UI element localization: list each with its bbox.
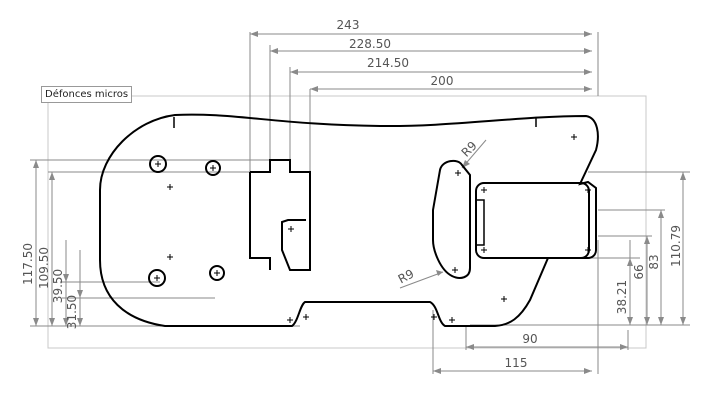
- sketch-frame: [47, 95, 647, 349]
- radius-r9-top: R9: [459, 139, 480, 160]
- dimension-38-21: 38.21: [615, 280, 629, 314]
- dimension-66: 66: [632, 264, 646, 279]
- screw-holes: [148, 155, 225, 287]
- pickup-cavity-bridge: [475, 182, 590, 259]
- body-outline: [99, 113, 599, 327]
- construction-points: [154, 134, 591, 323]
- right-arrowheads: [627, 172, 686, 325]
- hole-top-right: [205, 160, 221, 176]
- radius-leaders: [399, 139, 487, 289]
- dimension-90: 90: [522, 332, 537, 346]
- dimension-115: 115: [505, 356, 528, 370]
- dimension-83: 83: [647, 254, 661, 269]
- dimension-214-50: 214.50: [367, 56, 409, 70]
- radius-r9-bottom: R9: [396, 267, 417, 287]
- dimension-117-50: 117.50: [21, 243, 35, 285]
- dimension-31-50: 31.50: [65, 295, 79, 329]
- hole-bottom-right: [209, 265, 225, 281]
- dimension-39-50: 39.50: [51, 269, 65, 303]
- pickup-cavity-neck: [249, 159, 311, 271]
- dimension-228-50: 228.50: [349, 37, 391, 51]
- dimension-243: 243: [337, 18, 360, 32]
- left-dimensions: [30, 159, 300, 327]
- radius-arrowheads: [436, 160, 470, 276]
- hole-bottom-left: [148, 269, 166, 287]
- hole-top-left: [149, 155, 167, 173]
- bottom-dimensions: [432, 240, 629, 374]
- sketch-label: Défonces micros: [41, 86, 133, 103]
- dimension-109-50: 109.50: [37, 247, 51, 289]
- dimension-200: 200: [431, 74, 454, 88]
- dimension-110-79: 110.79: [669, 225, 683, 267]
- bottom-arrowheads: [433, 344, 628, 374]
- bridge-cavity-inner: [476, 199, 485, 246]
- top-dimensions: [249, 32, 599, 180]
- right-dimensions: [470, 171, 690, 326]
- control-cavity: [432, 159, 471, 279]
- top-arrowheads: [250, 31, 592, 92]
- left-arrowheads: [33, 160, 83, 326]
